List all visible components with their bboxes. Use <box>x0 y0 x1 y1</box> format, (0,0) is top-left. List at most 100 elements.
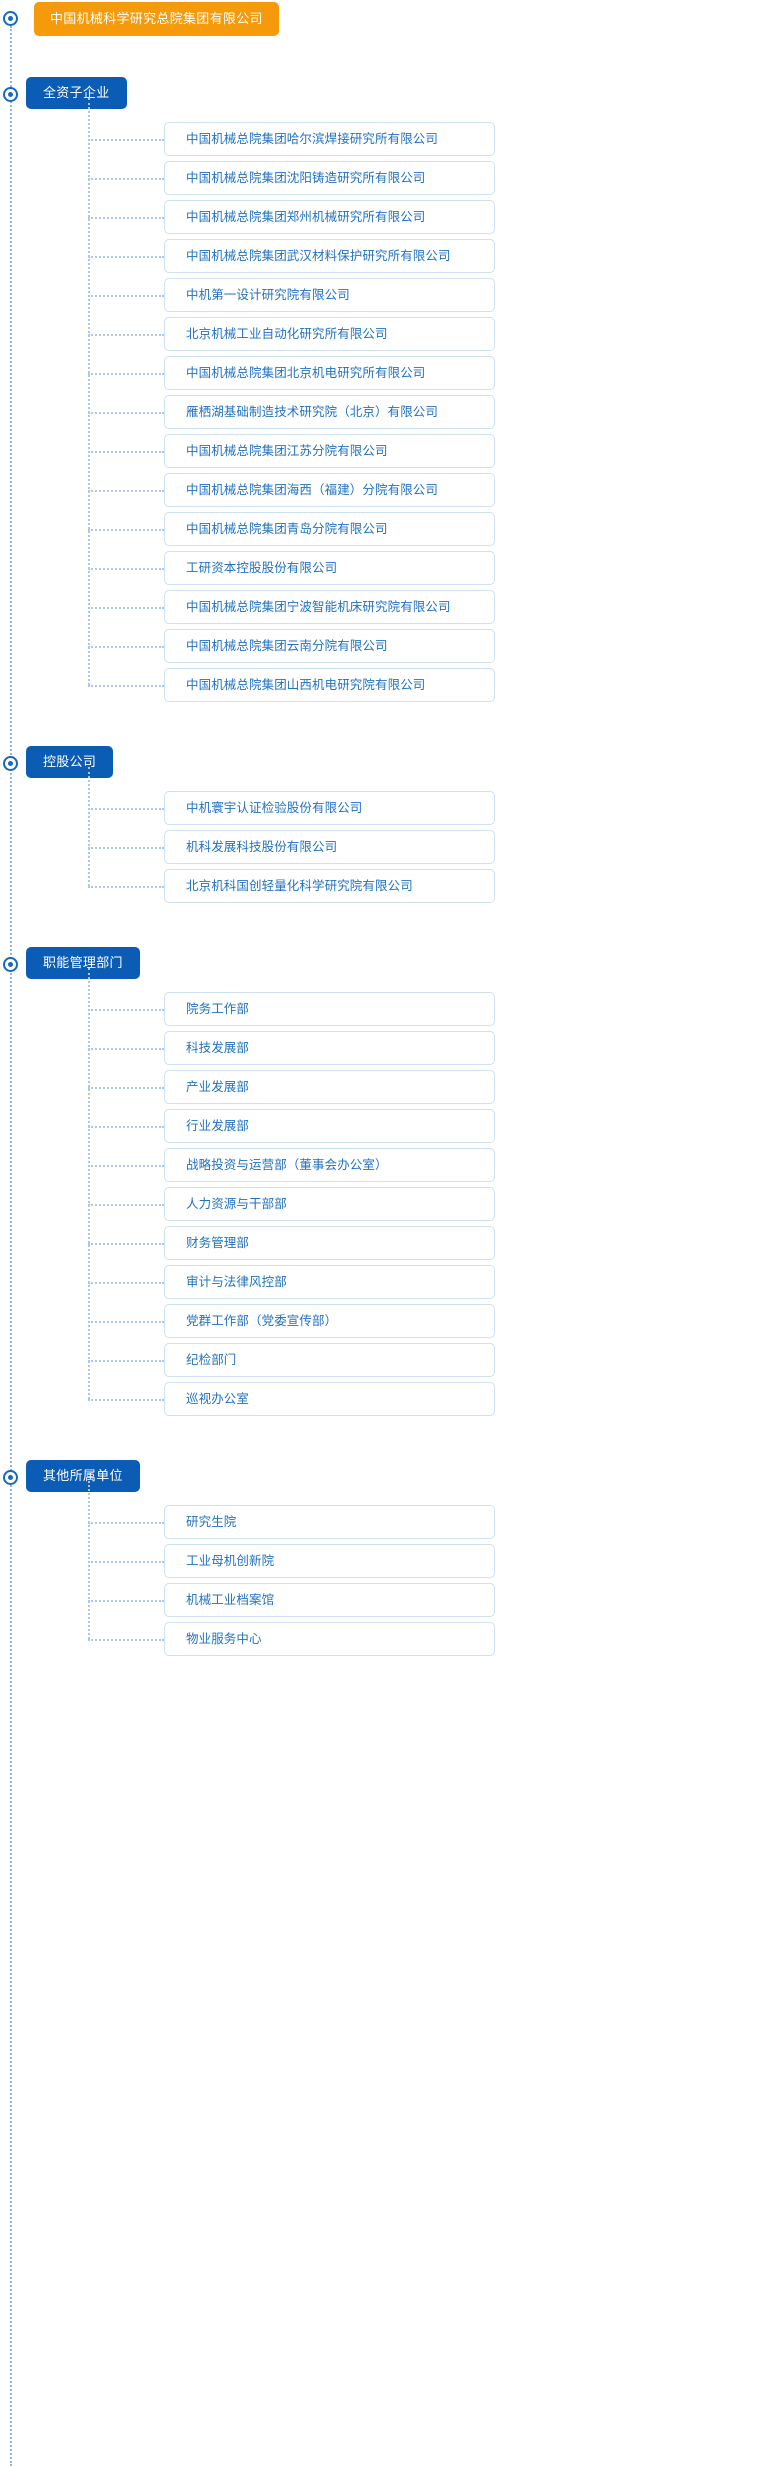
org-unit-card[interactable]: 财务管理部 <box>164 1226 495 1260</box>
item-connector <box>88 217 164 219</box>
org-unit-card[interactable]: 纪检部门 <box>164 1343 495 1377</box>
org-unit-label: 产业发展部 <box>186 1079 250 1094</box>
org-unit-label: 战略投资与运营部（董事会办公室） <box>186 1157 388 1172</box>
org-unit-label: 中国机械总院集团武汉材料保护研究所有限公司 <box>186 248 451 263</box>
section-holding-companies: 控股公司中机寰宇认证检验股份有限公司机科发展科技股份有限公司北京机科国创轻量化科… <box>0 739 779 906</box>
item-connector <box>88 1360 164 1362</box>
org-unit-card[interactable]: 物业服务中心 <box>164 1622 495 1656</box>
org-unit-card[interactable]: 中国机械总院集团海西（福建）分院有限公司 <box>164 473 495 507</box>
org-unit-card[interactable]: 行业发展部 <box>164 1109 495 1143</box>
org-unit-label: 纪检部门 <box>186 1352 237 1367</box>
item-connector <box>88 451 164 453</box>
item-connector <box>88 1126 164 1128</box>
org-unit-card[interactable]: 中机第一设计研究院有限公司 <box>164 278 495 312</box>
org-unit-card[interactable]: 中国机械总院集团宁波智能机床研究院有限公司 <box>164 590 495 624</box>
list-item: 人力资源与干部部 <box>0 1185 779 1224</box>
org-unit-card[interactable]: 中国机械总院集团北京机电研究所有限公司 <box>164 356 495 390</box>
section-header-wholly-owned-enterprises[interactable]: 全资子企业 <box>26 77 127 109</box>
org-unit-card[interactable]: 中机寰宇认证检验股份有限公司 <box>164 791 495 825</box>
list-item: 中国机械总院集团海西（福建）分院有限公司 <box>0 471 779 510</box>
org-unit-card[interactable]: 机科发展科技股份有限公司 <box>164 830 495 864</box>
item-connector <box>88 1561 164 1563</box>
org-unit-card[interactable]: 机械工业档案馆 <box>164 1583 495 1617</box>
org-unit-card[interactable]: 中国机械总院集团山西机电研究院有限公司 <box>164 668 495 702</box>
section-items: 院务工作部科技发展部产业发展部行业发展部战略投资与运营部（董事会办公室） 人力资源… <box>0 968 779 1419</box>
org-unit-card[interactable]: 研究生院 <box>164 1505 495 1539</box>
org-unit-card[interactable]: 中国机械总院集团云南分院有限公司 <box>164 629 495 663</box>
list-item: 中国机械总院集团武汉材料保护研究所有限公司 <box>0 237 779 276</box>
org-unit-card[interactable]: 中国机械总院集团沈阳铸造研究所有限公司 <box>164 161 495 195</box>
list-item: 中国机械总院集团沈阳铸造研究所有限公司 <box>0 159 779 198</box>
org-unit-card[interactable]: 北京机械工业自动化研究所有限公司 <box>164 317 495 351</box>
item-connector <box>88 568 164 570</box>
org-unit-label: 中机第一设计研究院有限公司 <box>186 287 350 302</box>
org-unit-card[interactable]: 审计与法律风控部 <box>164 1265 495 1299</box>
list-item: 中国机械总院集团北京机电研究所有限公司 <box>0 354 779 393</box>
org-unit-card[interactable]: 人力资源与干部部 <box>164 1187 495 1221</box>
org-unit-card[interactable]: 战略投资与运营部（董事会办公室） <box>164 1148 495 1182</box>
item-connector <box>88 1282 164 1284</box>
org-unit-card[interactable]: 中国机械总院集团青岛分院有限公司 <box>164 512 495 546</box>
list-item: 中国机械总院集团郑州机械研究所有限公司 <box>0 198 779 237</box>
sections-host: 全资子企业中国机械总院集团哈尔滨焊接研究所有限公司中国机械总院集团沈阳铸造研究所… <box>0 48 779 1659</box>
item-connector <box>88 412 164 414</box>
section-items: 中国机械总院集团哈尔滨焊接研究所有限公司中国机械总院集团沈阳铸造研究所有限公司中… <box>0 98 779 705</box>
section-wholly-owned-enterprises: 全资子企业中国机械总院集团哈尔滨焊接研究所有限公司中国机械总院集团沈阳铸造研究所… <box>0 70 779 705</box>
item-connector <box>88 178 164 180</box>
org-unit-card[interactable]: 北京机科国创轻量化科学研究院有限公司 <box>164 869 495 903</box>
org-unit-label: 雁栖湖基础制造技术研究院（北京）有限公司 <box>186 404 439 419</box>
list-item: 财务管理部 <box>0 1224 779 1263</box>
item-connector <box>88 529 164 531</box>
org-unit-label: 院务工作部 <box>186 1001 250 1016</box>
list-item: 科技发展部 <box>0 1029 779 1068</box>
radio-dot-icon <box>3 1470 18 1485</box>
branch-connector <box>88 98 90 685</box>
item-connector <box>88 256 164 258</box>
org-unit-card[interactable]: 院务工作部 <box>164 992 495 1026</box>
list-item: 机械工业档案馆 <box>0 1581 779 1620</box>
org-unit-label: 研究生院 <box>186 1514 237 1529</box>
org-unit-label: 中国机械总院集团山西机电研究院有限公司 <box>186 677 426 692</box>
radio-dot-icon <box>3 957 18 972</box>
list-item: 纪检部门 <box>0 1341 779 1380</box>
org-unit-card[interactable]: 中国机械总院集团郑州机械研究所有限公司 <box>164 200 495 234</box>
radio-dot-icon <box>3 87 18 102</box>
item-connector <box>88 1600 164 1602</box>
org-unit-card[interactable]: 党群工作部（党委宣传部） <box>164 1304 495 1338</box>
org-unit-label: 中国机械总院集团沈阳铸造研究所有限公司 <box>186 170 426 185</box>
org-unit-card[interactable]: 产业发展部 <box>164 1070 495 1104</box>
org-unit-card[interactable]: 中国机械总院集团江苏分院有限公司 <box>164 434 495 468</box>
list-item: 工研资本控股股份有限公司 <box>0 549 779 588</box>
item-connector <box>88 139 164 141</box>
item-connector <box>88 1204 164 1206</box>
item-connector <box>88 295 164 297</box>
item-connector <box>88 607 164 609</box>
section-header-row: 控股公司 <box>0 739 779 789</box>
root-node-chip[interactable]: 中国机械科学研究总院集团有限公司 <box>34 2 279 36</box>
org-unit-card[interactable]: 工业母机创新院 <box>164 1544 495 1578</box>
section-gap <box>0 906 779 940</box>
section-gap <box>0 705 779 739</box>
list-item: 战略投资与运营部（董事会办公室） <box>0 1146 779 1185</box>
item-connector <box>88 373 164 375</box>
org-unit-label: 党群工作部（党委宣传部） <box>186 1313 338 1328</box>
branch-connector <box>88 1481 90 1639</box>
list-item: 北京机科国创轻量化科学研究院有限公司 <box>0 867 779 906</box>
org-unit-label: 行业发展部 <box>186 1118 250 1133</box>
section-header-row: 职能管理部门 <box>0 940 779 990</box>
org-unit-card[interactable]: 巡视办公室 <box>164 1382 495 1416</box>
org-unit-label: 审计与法律风控部 <box>186 1274 287 1289</box>
section-header-other-affiliated-units[interactable]: 其他所属单位 <box>26 1460 140 1492</box>
section-header-holding-companies[interactable]: 控股公司 <box>26 746 114 778</box>
org-unit-card[interactable]: 科技发展部 <box>164 1031 495 1065</box>
org-unit-card[interactable]: 雁栖湖基础制造技术研究院（北京）有限公司 <box>164 395 495 429</box>
section-header-functional-departments[interactable]: 职能管理部门 <box>26 947 140 979</box>
section-header-row: 全资子企业 <box>0 70 779 120</box>
org-unit-label: 科技发展部 <box>186 1040 250 1055</box>
org-unit-card[interactable]: 中国机械总院集团哈尔滨焊接研究所有限公司 <box>164 122 495 156</box>
org-unit-label: 中国机械总院集团郑州机械研究所有限公司 <box>186 209 426 224</box>
org-unit-card[interactable]: 工研资本控股股份有限公司 <box>164 551 495 585</box>
org-unit-card[interactable]: 中国机械总院集团武汉材料保护研究所有限公司 <box>164 239 495 273</box>
item-connector <box>88 1639 164 1641</box>
